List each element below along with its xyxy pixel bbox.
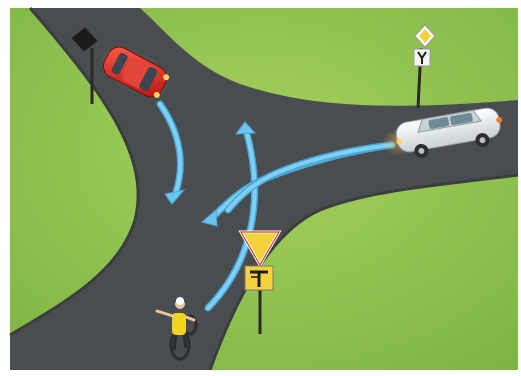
junction-shape-plate-icon [245, 266, 273, 290]
